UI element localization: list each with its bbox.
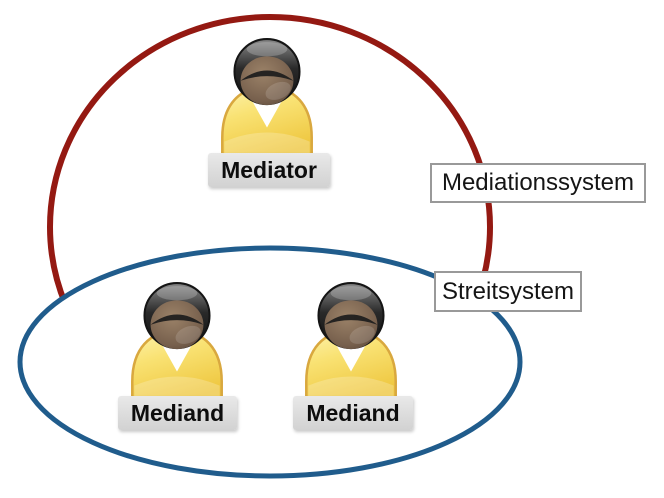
mediationssystem-label-box: Mediationssystem [430,163,646,203]
mediand-2-label: Mediand [293,396,413,430]
mediator-person-icon [221,37,313,162]
mediand-1-label: Mediand [118,396,237,430]
mediator-label: Mediator [208,153,330,187]
mediand-1-person-icon [131,281,223,406]
mediand-2-person-icon [305,281,397,406]
streitsystem-label-box: Streitsystem [434,271,582,312]
